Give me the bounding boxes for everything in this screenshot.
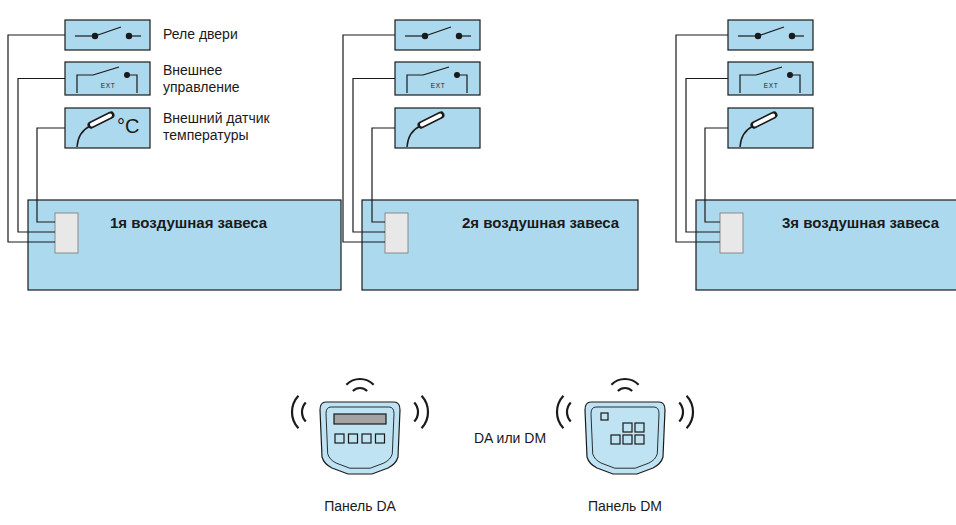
signal-wire: [372, 128, 395, 222]
air-curtain-body: [696, 200, 956, 290]
device-box: EXTВнешнее управление: [65, 62, 150, 95]
signal-wire: [18, 79, 65, 233]
device-label: Внешнее управление: [163, 62, 283, 96]
air-curtain: 1я воздушная завеса: [28, 200, 341, 290]
symbol-text: EXT: [426, 83, 450, 90]
terminal-block: [55, 213, 78, 253]
curtain-title: 3я воздушная завеса: [782, 214, 939, 232]
device-box: [728, 62, 813, 95]
device-box: [728, 20, 813, 50]
air-curtain-body: [362, 200, 638, 290]
signal-wire: [705, 128, 728, 222]
symbol-text: EXT: [96, 83, 120, 90]
signal-wire: [676, 35, 728, 242]
signal-wire: [353, 79, 395, 233]
device-box: [395, 62, 480, 95]
device-box: °CВнешний датчик температуры: [65, 108, 150, 148]
signal-wire: [8, 35, 65, 242]
device-label: Реле двери: [163, 26, 293, 43]
curtain-title: 1я воздушная завеса: [110, 214, 267, 232]
terminal-block: [385, 213, 408, 253]
device-label: Внешний датчик температуры: [163, 110, 288, 144]
panel-label: Панель DA: [300, 498, 420, 515]
symbol-text: EXT: [759, 83, 783, 90]
remote-panel-icon: [292, 379, 428, 474]
remote-panel-icon: [557, 379, 693, 474]
air-curtain-body: [28, 200, 341, 290]
symbol-text: °C: [117, 116, 149, 136]
device-box: [65, 20, 150, 50]
device-box: [728, 108, 813, 148]
device-box: EXT: [728, 62, 813, 95]
note-label: DA или DM: [474, 430, 546, 447]
device-box: [65, 62, 150, 95]
panel-label: Панель DM: [565, 498, 685, 515]
control-panel: Панель DA: [320, 395, 400, 515]
signal-wire: [343, 35, 395, 242]
control-panel: Панель DM: [585, 395, 665, 515]
air-curtain: 2я воздушная завеса: [362, 200, 638, 290]
signal-wire: [37, 128, 65, 222]
device-box: [395, 20, 480, 50]
terminal-block: [720, 213, 743, 253]
signal-wire: [686, 79, 728, 233]
curtain-title: 2я воздушная завеса: [462, 214, 619, 232]
device-box: EXT: [395, 62, 480, 95]
air-curtain: 3я воздушная завеса: [696, 200, 956, 290]
device-box: Реле двери: [65, 20, 150, 50]
device-box: [395, 108, 480, 148]
device-box: [65, 108, 150, 148]
